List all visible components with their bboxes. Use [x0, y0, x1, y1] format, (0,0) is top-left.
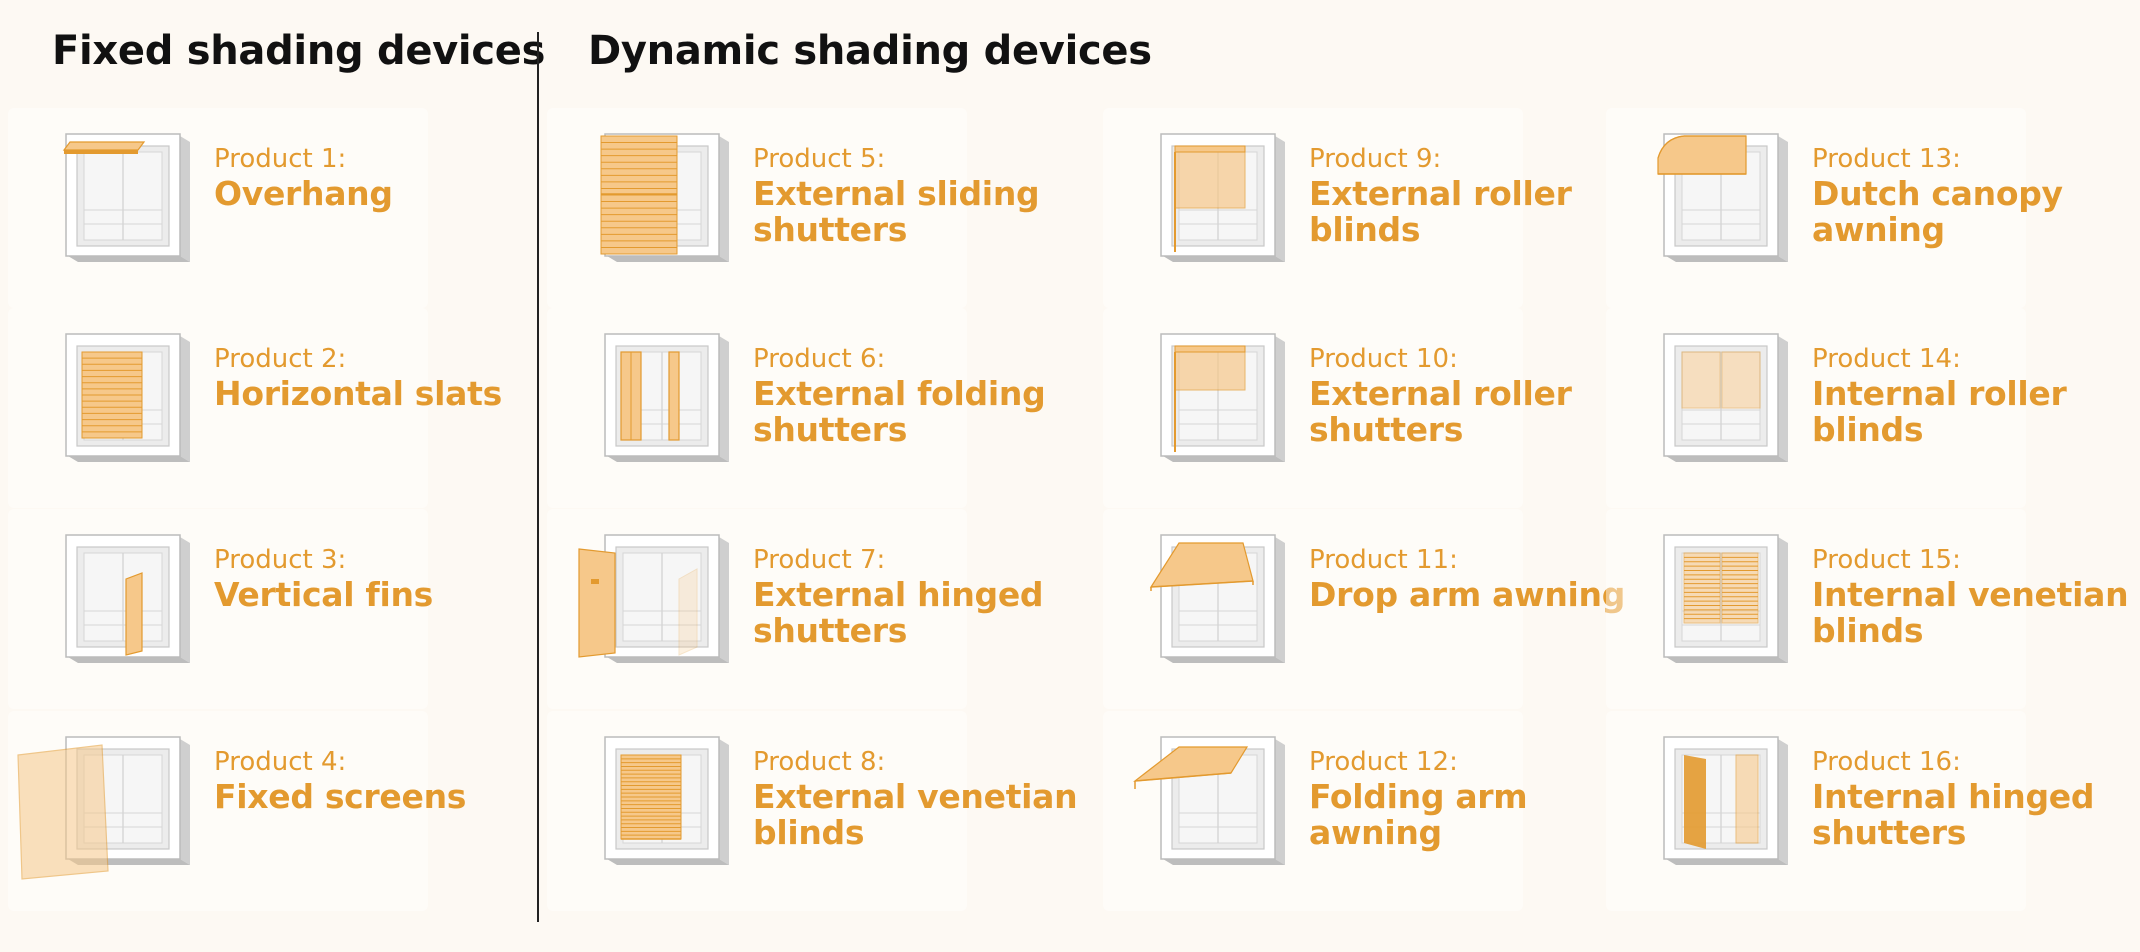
external-hinged-shutters-icon — [578, 534, 729, 663]
product-name: Dutch canopy — [1812, 174, 2063, 213]
product-label: Product 6: External folding shutters — [753, 342, 1046, 449]
product-item-dutch-canopy-awning: Product 13: Dutch canopy awning — [1606, 108, 2140, 308]
fixed-screens-icon — [17, 736, 190, 880]
product-label: Product 2: Horizontal slats — [214, 342, 502, 412]
product-number: Product 4: — [214, 747, 347, 777]
product-item-fixed-screens: Product 4: Fixed screens — [8, 711, 620, 911]
product-number: Product 11: — [1309, 545, 1458, 575]
product-number: Product 5: — [753, 144, 886, 174]
product-item-external-folding-shutters: Product 6: External folding shutters — [547, 308, 1159, 508]
product-item-drop-arm-awning: Product 11: Drop arm awning — [1103, 509, 1715, 709]
dutch-canopy-awning-icon — [1657, 133, 1788, 262]
drop-arm-awning-icon — [1149, 534, 1285, 663]
product-item-overhang: Product 1: Overhang — [8, 108, 620, 308]
external-sliding-shutters-icon — [600, 133, 729, 262]
product-number: Product 8: — [753, 747, 886, 777]
external-roller-shutters-icon — [1160, 333, 1285, 462]
product-name-line-2: blinds — [1812, 410, 1924, 449]
product-name: Internal venetian — [1812, 575, 2129, 614]
product-name-line-2: shutters — [753, 210, 908, 249]
product-label: Product 15: Internal venetian blinds — [1812, 543, 2129, 650]
dynamic-shading-devices-heading: Dynamic shading devices — [588, 28, 1152, 74]
internal-roller-blinds-icon — [1663, 333, 1788, 462]
fixed-shading-devices-heading: Fixed shading devices — [52, 28, 546, 74]
product-name-line-2: awning — [1309, 813, 1442, 852]
external-folding-shutters-icon — [604, 333, 729, 462]
product-name: External venetian — [753, 777, 1078, 816]
product-label: Product 8: External venetian blinds — [753, 745, 1078, 852]
product-number: Product 2: — [214, 344, 347, 374]
product-name: External hinged — [753, 575, 1044, 614]
product-label: Product 10: External roller shutters — [1309, 342, 1572, 448]
product-item-external-venetian-blinds: Product 8: External venetian blinds — [547, 711, 1159, 911]
product-label: Product 16: Internal hinged shutters — [1812, 745, 2095, 852]
external-roller-blinds-icon — [1160, 133, 1285, 262]
product-name: External sliding — [753, 174, 1040, 213]
product-name: Folding arm — [1309, 777, 1528, 816]
vertical-fins-icon — [65, 534, 190, 663]
product-number: Product 16: — [1812, 747, 1961, 777]
product-number: Product 14: — [1812, 344, 1961, 374]
product-name-line-2: awning — [1812, 210, 1945, 249]
product-item-internal-roller-blinds: Product 14: Internal roller blinds — [1606, 308, 2140, 508]
product-item-external-hinged-shutters: Product 7: External hinged shutters — [547, 509, 1159, 709]
product-label: Product 1: Overhang — [214, 142, 393, 212]
product-number: Product 15: — [1812, 545, 1961, 575]
product-name-line-2: shutters — [1812, 813, 1967, 852]
folding-arm-awning-icon — [1133, 736, 1285, 865]
external-venetian-blinds-icon — [604, 736, 729, 865]
product-name-line-2: shutters — [753, 410, 908, 449]
product-name-line-2: blinds — [1309, 210, 1421, 249]
product-number: Product 1: — [214, 144, 347, 174]
product-name: Fixed screens — [214, 777, 467, 816]
product-item-external-roller-blinds: Product 9: External roller blinds — [1103, 108, 1715, 308]
product-number: Product 3: — [214, 545, 347, 575]
product-label: Product 4: Fixed screens — [214, 745, 466, 815]
product-name-line-2: blinds — [1812, 611, 1924, 650]
product-item-internal-hinged-shutters: Product 16: Internal hinged shutters — [1606, 711, 2140, 911]
section-divider — [537, 32, 539, 922]
product-label: Product 9: External roller blinds — [1309, 142, 1572, 248]
product-label: Product 3: Vertical fins — [214, 543, 433, 613]
product-name: External roller — [1309, 374, 1572, 413]
horizontal-slats-icon — [65, 333, 190, 462]
product-label: Product 14: Internal roller blinds — [1812, 342, 2067, 448]
product-item-folding-arm-awning: Product 12: Folding arm awning — [1103, 711, 1715, 911]
internal-hinged-shutters-icon — [1663, 736, 1788, 865]
product-name: Vertical fins — [214, 575, 434, 614]
product-name: Overhang — [214, 174, 393, 213]
product-name: External folding — [753, 374, 1046, 413]
product-number: Product 9: — [1309, 144, 1442, 174]
product-name-line-2: shutters — [1309, 410, 1464, 449]
product-name: Horizontal slats — [214, 374, 502, 413]
product-name: Drop arm awning — [1309, 575, 1626, 614]
product-label: Product 7: External hinged shutters — [753, 543, 1044, 650]
product-item-vertical-fins: Product 3: Vertical fins — [8, 509, 620, 709]
product-label: Product 12: Folding arm awning — [1309, 745, 1528, 852]
product-item-internal-venetian-blinds: Product 15: Internal venetian blinds — [1606, 509, 2140, 709]
product-name-line-2: shutters — [753, 611, 908, 650]
product-label: Product 13: Dutch canopy awning — [1812, 142, 2063, 248]
product-number: Product 7: — [753, 545, 886, 575]
internal-venetian-blinds-icon — [1663, 534, 1788, 663]
product-label: Product 5: External sliding shutters — [753, 142, 1040, 249]
product-number: Product 13: — [1812, 144, 1961, 174]
product-name: External roller — [1309, 174, 1572, 213]
product-item-horizontal-slats: Product 2: Horizontal slats — [8, 308, 620, 508]
product-number: Product 6: — [753, 344, 886, 374]
product-number: Product 12: — [1309, 747, 1458, 777]
product-name-line-2: blinds — [753, 813, 865, 852]
product-item-external-sliding-shutters: Product 5: External sliding shutters — [547, 108, 1159, 308]
product-number: Product 10: — [1309, 344, 1458, 374]
product-name: Internal hinged — [1812, 777, 2095, 816]
overhang-icon — [62, 133, 190, 262]
product-label: Product 11: Drop arm awning — [1309, 543, 1625, 613]
product-name: Internal roller — [1812, 374, 2067, 413]
product-item-external-roller-shutters: Product 10: External roller shutters — [1103, 308, 1715, 508]
